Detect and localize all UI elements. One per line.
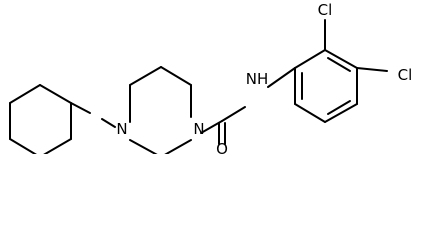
cyclohexyl-ring xyxy=(9,84,72,154)
amide-nh-label: NH xyxy=(246,70,269,88)
chlorine-para-label: Cl xyxy=(398,66,413,84)
bond xyxy=(9,138,37,154)
bond xyxy=(221,106,246,122)
bond xyxy=(164,139,192,154)
bond xyxy=(129,66,162,86)
bond xyxy=(160,66,192,86)
carbonyl-double-bond xyxy=(218,122,226,145)
bond xyxy=(70,102,91,114)
bond xyxy=(324,49,358,69)
bond xyxy=(294,49,326,69)
bond xyxy=(129,139,158,154)
piperazine-n4-label: N xyxy=(193,120,204,138)
bond xyxy=(327,100,351,115)
carbonyl-oxygen-label: O xyxy=(216,140,228,154)
bond xyxy=(9,84,41,104)
bond xyxy=(324,103,358,123)
bond xyxy=(327,57,351,72)
bond xyxy=(294,103,326,123)
bond xyxy=(267,67,296,88)
piperazine-ring xyxy=(129,66,192,154)
piperazine-n1-label: N xyxy=(116,120,127,138)
bond xyxy=(356,67,388,72)
molecule-structure: NH N N O Cl Cl xyxy=(9,1,413,154)
bond xyxy=(39,84,72,104)
bond xyxy=(101,118,116,128)
chlorine-ortho-label: Cl xyxy=(318,1,333,19)
bond xyxy=(43,138,72,154)
dichlorophenyl-ring xyxy=(294,49,358,123)
